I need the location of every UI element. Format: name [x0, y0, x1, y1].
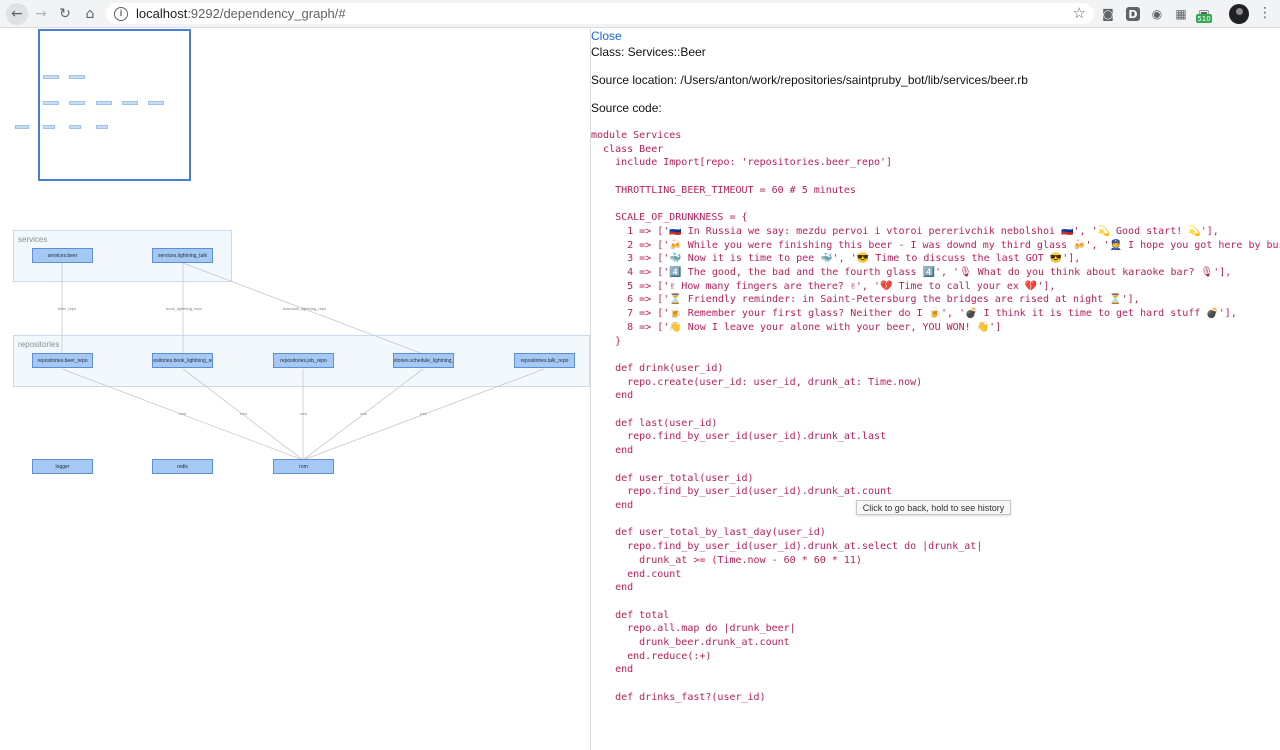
address-bar[interactable]: i localhost:9292/dependency_graph/# ☆ — [106, 3, 1094, 24]
edge-label: rom — [179, 411, 186, 416]
minimap-node — [43, 125, 55, 129]
camera-icon[interactable]: ◙ — [1102, 7, 1114, 21]
extension-d-icon[interactable]: D — [1126, 7, 1140, 21]
source-code-label: Source code: — [591, 101, 662, 115]
edge-label: rom — [360, 411, 367, 416]
dependency-graph[interactable]: services repositories beer_repo book_lig… — [0, 29, 590, 750]
url-host: localhost — [136, 6, 188, 21]
node-repositories-schedule-lightning-repo[interactable]: repositories.schedule_lightning_repo — [393, 353, 454, 368]
graph-edges — [61, 262, 545, 461]
back-button-tooltip: Click to go back, hold to see history — [856, 500, 1011, 515]
node-repositories-talk-repo[interactable]: repositories.talk_repo — [514, 353, 575, 368]
edge-label: schedule_lightning_repo — [283, 306, 327, 311]
extension-circle-icon[interactable]: ◉ — [1151, 7, 1163, 21]
minimap-node — [96, 101, 112, 105]
more-menu-icon[interactable]: ⋮ — [1258, 5, 1272, 21]
source-code-block: module Services class Beer include Impor… — [591, 130, 1280, 703]
edge-label: book_lightning_repo — [166, 306, 203, 311]
minimap-node — [43, 75, 59, 79]
reload-icon[interactable]: ↻ — [59, 6, 71, 22]
edge-label: rom — [420, 411, 427, 416]
url-path: :9292/dependency_graph/# — [187, 6, 346, 21]
minimap-node — [69, 75, 85, 79]
extension-grid-icon[interactable]: ▦ — [1175, 7, 1187, 21]
node-services-beer[interactable]: services.beer — [32, 248, 93, 263]
cluster-repositories-label: repositories — [18, 340, 60, 349]
edge-label: rom — [240, 411, 247, 416]
back-arrow-icon[interactable]: ← — [6, 3, 28, 25]
minimap-node — [122, 101, 138, 105]
site-info-icon[interactable]: i — [114, 6, 128, 21]
bookmark-star-icon[interactable]: ☆ — [1072, 4, 1086, 22]
edge-label: beer_repo — [58, 306, 77, 311]
minimap-node — [69, 101, 85, 105]
class-name-line: Class: Services::Beer — [591, 45, 706, 59]
extension-badge-count: 510 — [1196, 14, 1212, 23]
minimap-node — [148, 101, 164, 105]
node-repositories-beer-repo[interactable]: repositories.beer_repo — [32, 353, 93, 368]
node-repositories-book-lightning-repo[interactable]: repositories.book_lightning_repo — [152, 353, 213, 368]
minimap-node — [43, 101, 59, 105]
node-rom[interactable]: rom — [273, 459, 334, 474]
detail-panel: Close Class: Services::Beer Source locat… — [590, 29, 1280, 750]
node-services-lightning-talk[interactable]: services.lightning_talk — [152, 248, 213, 263]
node-logger[interactable]: logger — [32, 459, 93, 474]
minimap-offscreen-node — [15, 125, 29, 129]
node-redis[interactable]: redis — [152, 459, 213, 474]
edge-label: rom — [300, 411, 307, 416]
source-location-line: Source location: /Users/anton/work/repos… — [591, 73, 1028, 87]
home-icon[interactable]: ⌂ — [85, 6, 95, 22]
graph-minimap[interactable] — [38, 29, 191, 181]
profile-avatar[interactable] — [1229, 4, 1249, 24]
close-link[interactable]: Close — [591, 29, 622, 43]
cluster-services-label: services — [18, 235, 48, 244]
browser-toolbar: ← → ↻ ⌂ i localhost:9292/dependency_grap… — [0, 0, 1280, 28]
minimap-node — [69, 125, 81, 129]
node-repositories-job-repo[interactable]: repositories.job_repo — [273, 353, 334, 368]
minimap-node — [96, 125, 108, 129]
forward-arrow-icon[interactable]: → — [35, 6, 47, 22]
